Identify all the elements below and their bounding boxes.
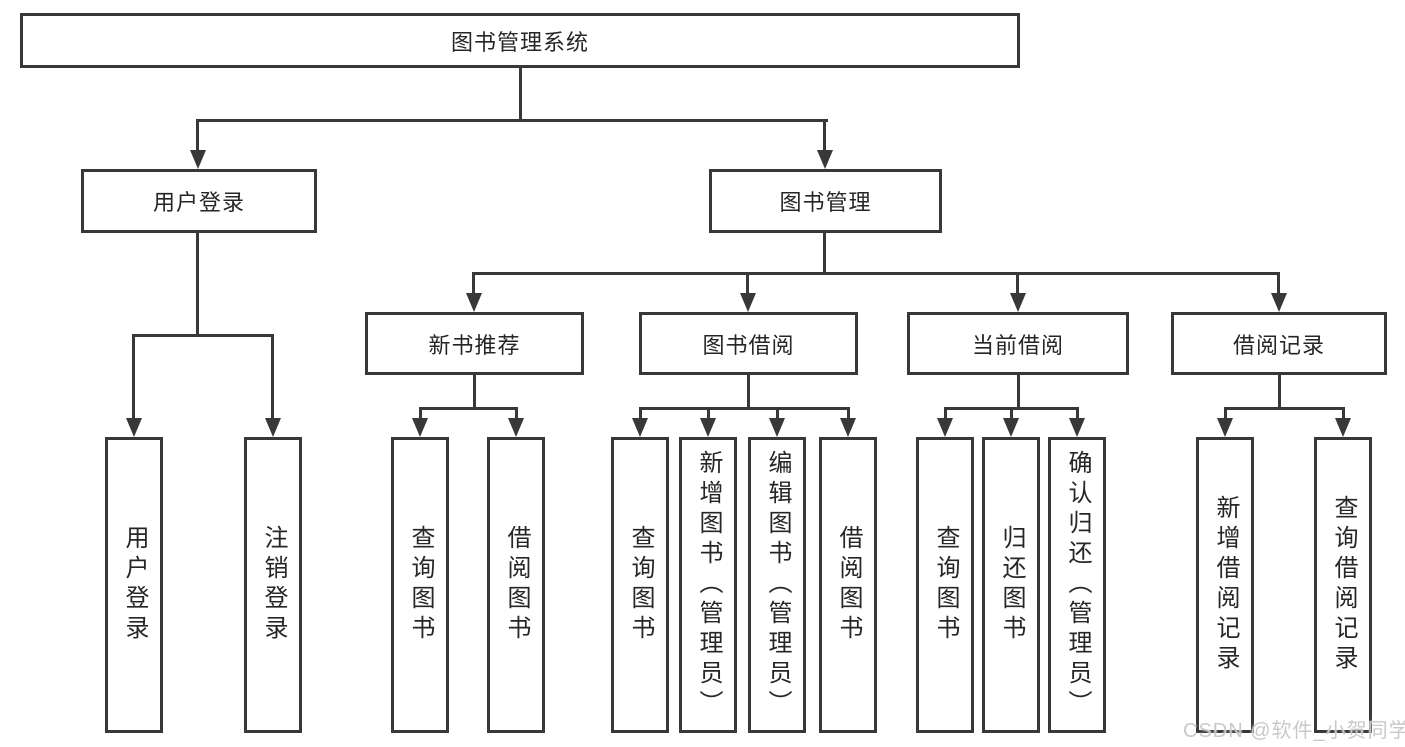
connector-line xyxy=(847,407,850,418)
leaf-query-books-recommend: 查询图书 xyxy=(391,437,449,733)
connector-line xyxy=(515,407,518,418)
connector-line xyxy=(639,407,642,418)
connector-line xyxy=(639,407,850,410)
connector-line xyxy=(132,334,135,418)
connector-line xyxy=(1010,407,1013,418)
connector-line xyxy=(746,272,749,293)
arrow-down-icon xyxy=(412,418,428,437)
connector-line xyxy=(196,233,199,334)
leaf-label: 编辑图书（管理员） xyxy=(764,450,791,720)
connector-line xyxy=(473,375,476,407)
arrow-down-icon xyxy=(817,150,833,169)
arrow-down-icon xyxy=(740,293,756,312)
arrow-down-icon xyxy=(466,293,482,312)
arrow-down-icon xyxy=(700,418,716,437)
leaf-edit-books-admin: 编辑图书（管理员） xyxy=(748,437,806,733)
csdn-watermark: CSDN @软件_小贺同学 xyxy=(1183,720,1405,742)
connector-line xyxy=(823,233,826,272)
node-label: 新书推荐 xyxy=(428,332,521,358)
connector-line xyxy=(472,272,475,293)
node-book-borrowing: 图书借阅 xyxy=(639,312,858,375)
leaf-query-borrow-record: 查询借阅记录 xyxy=(1314,437,1372,733)
leaf-label: 查询图书 xyxy=(407,525,434,645)
leaf-label: 查询图书 xyxy=(627,525,654,645)
leaf-label: 归还图书 xyxy=(998,525,1025,645)
connector-line xyxy=(419,407,422,418)
leaf-label: 确认归还（管理员） xyxy=(1064,450,1091,720)
arrow-down-icon xyxy=(126,418,142,437)
node-label: 用户登录 xyxy=(152,190,245,215)
leaf-user-login: 用户登录 xyxy=(105,437,163,733)
connector-line xyxy=(271,334,274,418)
connector-line xyxy=(1278,375,1281,407)
arrow-down-icon xyxy=(508,418,524,437)
arrow-down-icon xyxy=(1271,293,1287,312)
leaf-label: 查询图书 xyxy=(932,525,959,645)
leaf-add-books-admin: 新增图书（管理员） xyxy=(679,437,737,733)
node-label: 当前借阅 xyxy=(971,332,1064,358)
leaf-label: 借阅图书 xyxy=(503,525,530,645)
connector-line xyxy=(1224,407,1227,418)
leaf-label: 查询借阅记录 xyxy=(1330,495,1357,675)
connector-line xyxy=(1016,272,1019,293)
leaf-return-books: 归还图书 xyxy=(982,437,1040,733)
leaf-label: 注销登录 xyxy=(260,525,287,645)
arrow-down-icon xyxy=(632,418,648,437)
node-label: 借阅记录 xyxy=(1232,332,1325,358)
arrow-down-icon xyxy=(1010,293,1026,312)
connector-line xyxy=(419,407,518,410)
node-label: 图书管理 xyxy=(779,190,872,215)
arrow-down-icon xyxy=(265,418,281,437)
connector-line xyxy=(132,334,274,337)
node-current-borrowing: 当前借阅 xyxy=(907,312,1129,375)
leaf-confirm-return-admin: 确认归还（管理员） xyxy=(1048,437,1106,733)
arrow-down-icon xyxy=(937,418,953,437)
connector-line xyxy=(1277,272,1280,293)
arrow-down-icon xyxy=(1069,418,1085,437)
connector-line xyxy=(472,272,1280,275)
arrow-down-icon xyxy=(1335,418,1351,437)
connector-line xyxy=(197,119,828,122)
arrow-down-icon xyxy=(1217,418,1233,437)
connector-line xyxy=(776,407,779,418)
leaf-label: 借阅图书 xyxy=(835,525,862,645)
connector-line xyxy=(196,119,199,150)
node-book-management: 图书管理 xyxy=(709,169,942,233)
leaf-query-books-current: 查询图书 xyxy=(916,437,974,733)
leaf-logout: 注销登录 xyxy=(244,437,302,733)
connector-line xyxy=(1224,407,1345,410)
connector-line xyxy=(707,407,710,418)
arrow-down-icon xyxy=(840,418,856,437)
connector-line xyxy=(944,407,947,418)
arrow-down-icon xyxy=(769,418,785,437)
connector-line xyxy=(1076,407,1079,418)
connector-line xyxy=(519,66,522,119)
connector-line xyxy=(1342,407,1345,418)
leaf-label: 用户登录 xyxy=(121,525,148,645)
node-label: 图书管理系统 xyxy=(450,29,589,55)
node-borrowing-records: 借阅记录 xyxy=(1171,312,1387,375)
connector-line xyxy=(747,375,750,407)
arrow-down-icon xyxy=(190,150,206,169)
node-new-book-recommendation: 新书推荐 xyxy=(365,312,584,375)
leaf-label: 新增借阅记录 xyxy=(1212,495,1239,675)
leaf-label: 新增图书（管理员） xyxy=(695,450,722,720)
leaf-query-books-borrow: 查询图书 xyxy=(611,437,669,733)
leaf-add-borrow-record: 新增借阅记录 xyxy=(1196,437,1254,733)
connector-line xyxy=(1017,375,1020,407)
node-library-management-system: 图书管理系统 xyxy=(20,13,1020,68)
leaf-borrow-books-recommend: 借阅图书 xyxy=(487,437,545,733)
node-label: 图书借阅 xyxy=(702,332,795,358)
node-user-login: 用户登录 xyxy=(81,169,317,233)
arrow-down-icon xyxy=(1003,418,1019,437)
connector-line xyxy=(823,119,826,150)
leaf-borrow-books: 借阅图书 xyxy=(819,437,877,733)
